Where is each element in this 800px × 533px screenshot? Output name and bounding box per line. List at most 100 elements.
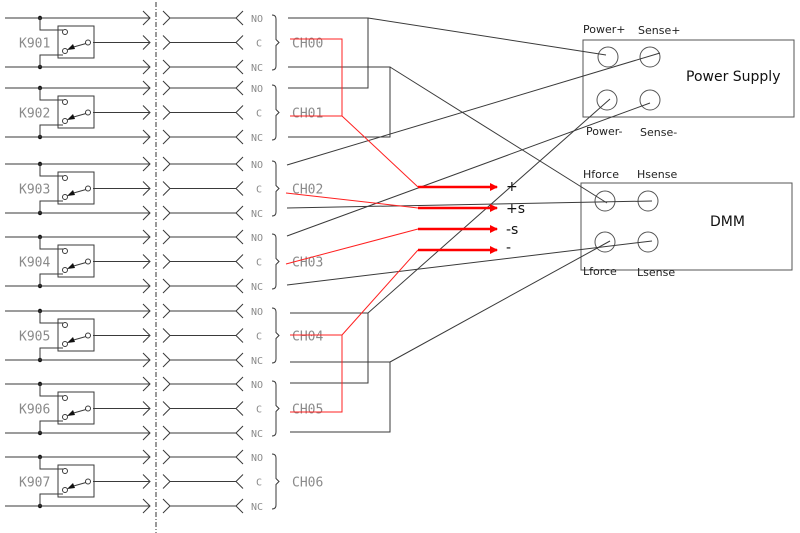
channel-label: CH02 xyxy=(292,183,323,198)
pin-label-nc: NC xyxy=(251,282,263,293)
terminal-sense-minus[interactable] xyxy=(639,89,661,111)
relay-label: K905 xyxy=(19,330,50,345)
pin-label-c: C xyxy=(256,109,262,120)
power-supply-title: Power Supply xyxy=(686,69,781,85)
pin-label-nc: NC xyxy=(251,63,263,74)
terminal-power-minus[interactable] xyxy=(596,89,618,111)
pin-label-nc: NC xyxy=(251,356,263,367)
pin-end-icon xyxy=(235,376,244,392)
power-supply: Power Supply Power+ Sense+ Power- Sense- xyxy=(582,23,795,139)
connector-male-icon xyxy=(142,105,151,120)
relay-nc-contact-icon xyxy=(62,414,68,420)
red-wire-to-plus xyxy=(341,115,419,188)
pin-end-icon xyxy=(235,328,244,343)
channel-label: CH03 xyxy=(292,256,323,271)
relay-arrow-icon xyxy=(67,190,75,196)
relay-nc-wire xyxy=(39,420,63,433)
relay-no-contact-icon xyxy=(62,248,68,254)
connector-female-icon xyxy=(162,59,171,75)
terminal-power-plus[interactable] xyxy=(597,46,619,68)
connector-female-icon xyxy=(162,474,171,489)
relay-no-wire xyxy=(39,457,63,470)
pin-label-c: C xyxy=(256,39,262,50)
connector-male-icon xyxy=(142,474,151,489)
connector-female-icon xyxy=(162,352,171,368)
wire-ch04-ch05-no-bus xyxy=(290,312,369,384)
relay-label: K901 xyxy=(19,37,50,52)
pin-label-no: NO xyxy=(251,160,263,171)
channel-label: CH00 xyxy=(292,37,323,52)
relay-no-contact-icon xyxy=(62,175,68,181)
connector-male-icon xyxy=(142,35,151,50)
pin-end-icon xyxy=(235,498,244,514)
pin-label-no: NO xyxy=(251,84,263,95)
wire-ch03-nc-to-lsense xyxy=(286,240,653,286)
pin-label-no: NO xyxy=(251,380,263,391)
pin-end-icon xyxy=(235,59,244,75)
relay-no-wire xyxy=(39,164,63,177)
red-wire-ch02-c xyxy=(285,192,419,209)
relay-arrow-icon xyxy=(67,337,75,343)
relay-arrow-icon xyxy=(67,114,75,120)
relay-label: K904 xyxy=(19,256,50,271)
connector-female-icon xyxy=(162,498,171,514)
signal-label-plus: + xyxy=(506,179,518,195)
relay-no-contact-icon xyxy=(62,99,68,105)
terminal-sense-plus[interactable] xyxy=(639,46,661,68)
pin-label-c: C xyxy=(256,258,262,269)
connector-male-icon xyxy=(142,352,151,368)
pin-label-nc: NC xyxy=(251,133,263,144)
pin-end-icon xyxy=(235,10,244,26)
label-hsense: Hsense xyxy=(637,168,677,181)
wire-ch02-nc-to-hsense xyxy=(286,200,653,209)
relay-nc-contact-icon xyxy=(62,341,68,347)
label-sense-minus: Sense- xyxy=(640,126,677,139)
pin-label-c: C xyxy=(256,405,262,416)
connector-male-icon xyxy=(142,59,151,75)
label-power-minus: Power- xyxy=(586,125,623,138)
connector-male-icon xyxy=(142,401,151,416)
connector-male-icon xyxy=(142,254,151,269)
channel-bracket xyxy=(271,233,280,290)
relay-arrow-icon xyxy=(67,410,75,416)
relay-nc-contact-icon xyxy=(62,194,68,200)
red-wire-to-minus xyxy=(341,249,419,336)
pin-label-c: C xyxy=(256,332,262,343)
wire-ch00-ch01-nc-bus xyxy=(288,66,391,138)
terminal-lforce[interactable] xyxy=(594,231,616,253)
channel-bracket xyxy=(271,84,280,141)
dmm-title: DMM xyxy=(710,214,745,230)
relay-nc-wire xyxy=(39,54,63,67)
channel-bracket xyxy=(271,453,280,510)
wire-ch00-ch01-no-bus xyxy=(288,17,369,89)
power-supply-box xyxy=(582,39,795,118)
terminal-lsense[interactable] xyxy=(637,231,659,253)
pin-end-icon xyxy=(235,156,244,172)
connector-male-icon xyxy=(142,376,151,392)
channel-bracket xyxy=(271,14,280,71)
signal-label-minus: - xyxy=(506,240,511,256)
wiring xyxy=(286,17,661,433)
connector-male-icon xyxy=(142,10,151,26)
connector-male-icon xyxy=(142,229,151,245)
pin-label-nc: NC xyxy=(251,429,263,440)
label-sense-plus: Sense+ xyxy=(638,24,680,37)
connector-female-icon xyxy=(162,328,171,343)
pin-label-nc: NC xyxy=(251,209,263,220)
pin-end-icon xyxy=(235,474,244,489)
connector-rows xyxy=(5,10,244,514)
connector-male-icon xyxy=(142,449,151,465)
pin-end-icon xyxy=(235,229,244,245)
connector-female-icon xyxy=(162,10,171,26)
relay-nc-contact-icon xyxy=(62,267,68,273)
terminal-hforce[interactable] xyxy=(594,190,616,212)
dmm: DMM Hforce Hsense Lforce Lsense xyxy=(580,168,793,279)
connector-female-icon xyxy=(162,105,171,120)
pin-end-icon xyxy=(235,425,244,441)
relay-label: K903 xyxy=(19,183,50,198)
relay-nc-wire xyxy=(39,124,63,137)
pin-end-icon xyxy=(235,181,244,196)
connector-female-icon xyxy=(162,229,171,245)
relay-common-contact-icon xyxy=(85,405,91,412)
highlight-wiring: + +s -s - xyxy=(285,38,525,413)
